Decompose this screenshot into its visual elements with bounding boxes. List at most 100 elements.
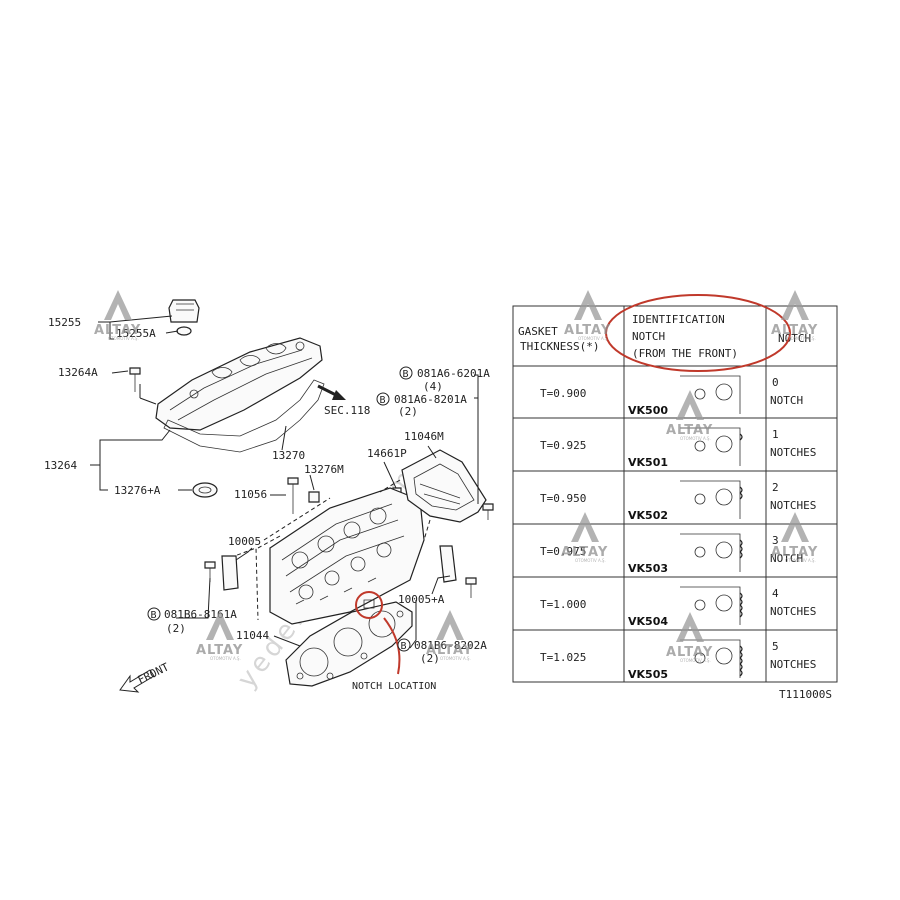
- header-thickness-line2: THICKNESS(*): [520, 340, 599, 353]
- cylinder-head-group: [204, 487, 494, 625]
- label-10005a: 10005+A: [398, 593, 445, 606]
- label-front: FRONT: [136, 660, 172, 686]
- label-081a6-6201a: 081A6-6201A: [417, 367, 490, 380]
- gasket-notch: [739, 539, 743, 547]
- notch-word: NOTCHES: [770, 446, 816, 459]
- circled-b-3: B: [151, 610, 157, 621]
- gasket-notch: [739, 657, 743, 665]
- altay-logo-subtext: OTOMOTIV A.Ş.: [108, 336, 139, 341]
- head-gasket-group: [285, 591, 413, 687]
- part-code: VK500: [628, 404, 668, 417]
- gasket-notch: [739, 551, 743, 559]
- part-code: VK504: [628, 615, 668, 628]
- header-ident-line2: NOTCH: [632, 330, 665, 343]
- altay-logo-mark: [676, 612, 704, 642]
- notch-count: 2: [772, 481, 779, 494]
- label-notch-location: NOTCH LOCATION: [352, 681, 436, 692]
- label-qty-2a: (2): [398, 405, 418, 418]
- altay-logo-subtext: OTOMOTIV A.Ş.: [440, 656, 471, 661]
- figure-code: T111000S: [779, 688, 832, 701]
- label-11056: 11056: [234, 488, 267, 501]
- label-081a6-8201a: 081A6-8201A: [394, 393, 467, 406]
- header-ident-line3: (FROM THE FRONT): [632, 347, 738, 360]
- circled-b-2: B: [380, 395, 386, 406]
- gasket-notch: [739, 645, 743, 653]
- notch-count: 1: [772, 428, 779, 441]
- gasket-notch: [739, 610, 743, 618]
- notch-count: 3: [772, 534, 779, 547]
- notch-count: 5: [772, 640, 779, 653]
- label-081b6-8161a: 081B6-8161A: [164, 608, 237, 621]
- altay-logo-mark: [676, 390, 704, 420]
- notch-sketch: [680, 480, 743, 519]
- part-code: VK505: [628, 668, 668, 681]
- notch-sketch: [680, 427, 743, 466]
- notch-sketch: [680, 586, 743, 625]
- leader-lines: [90, 315, 479, 693]
- label-13270: 13270: [272, 449, 305, 462]
- gasket-notch: [739, 604, 743, 612]
- altay-logo-text: ALTAY: [196, 643, 243, 658]
- label-081b6-8202a: 081B6-8202A: [414, 639, 487, 652]
- label-11044: 11044: [236, 629, 269, 642]
- gasket-notch: [739, 651, 743, 659]
- gasket-notch: [739, 492, 743, 500]
- notch-count: 0: [772, 376, 779, 389]
- gasket-notch: [739, 486, 743, 494]
- gasket-thickness-table: GASKET THICKNESS(*) IDENTIFICATION NOTCH…: [512, 294, 838, 701]
- label-13264a: 13264A: [58, 366, 98, 379]
- altay-logo-text: ALTAY: [94, 323, 141, 338]
- label-13264: 13264: [44, 459, 77, 472]
- thickness-cell: T=0.975: [540, 545, 586, 558]
- thickness-cell: T=1.000: [540, 598, 586, 611]
- timing-cover-group: [379, 449, 487, 541]
- ident-header-highlight: [605, 294, 791, 372]
- notch-word: NOTCH: [770, 394, 803, 407]
- altay-logo-subtext: OTOMOTIV A.Ş.: [680, 658, 711, 663]
- altay-logo-text: ALTAY: [666, 645, 713, 660]
- label-qty-2c: (2): [420, 652, 440, 665]
- table-rows: T=0.900VK5000NOTCHT=0.925VK5011NOTCHEST=…: [540, 375, 816, 681]
- altay-logo-text: ALTAY: [564, 323, 611, 338]
- notch-word: NOTCHES: [770, 499, 816, 512]
- thickness-cell: T=0.900: [540, 387, 586, 400]
- label-qty-2b: (2): [166, 622, 186, 635]
- part-labels: 15255 15255A 13264A 13264 13276+A 13270 …: [44, 316, 490, 692]
- rocker-cover-group: [129, 299, 402, 514]
- gasket-notch: [739, 598, 743, 606]
- label-14661p: 14661P: [367, 447, 407, 460]
- thickness-cell: T=0.950: [540, 492, 586, 505]
- altay-logo-text: ALTAY: [771, 545, 818, 560]
- notch-highlight-circle: [355, 591, 383, 619]
- altay-logo-mark: [436, 610, 464, 640]
- header-thickness-line1: GASKET: [518, 325, 558, 338]
- gasket-notch: [739, 669, 743, 677]
- gasket-notch: [739, 663, 743, 671]
- header-ident-line1: IDENTIFICATION: [632, 313, 725, 326]
- header-notch: NOTCH: [778, 332, 811, 345]
- altay-logo-text: ALTAY: [426, 643, 473, 658]
- notch-word: NOTCH: [770, 552, 803, 565]
- altay-logo-text: ALTAY: [666, 423, 713, 438]
- label-10005: 10005: [228, 535, 261, 548]
- altay-logo-mark: [574, 290, 602, 320]
- altay-logo-text: ALTAY: [561, 545, 608, 560]
- altay-logo-mark: [571, 512, 599, 542]
- altay-logo-mark: [781, 512, 809, 542]
- label-13276a: 13276+A: [114, 484, 161, 497]
- altay-logo-text: ALTAY: [771, 323, 818, 338]
